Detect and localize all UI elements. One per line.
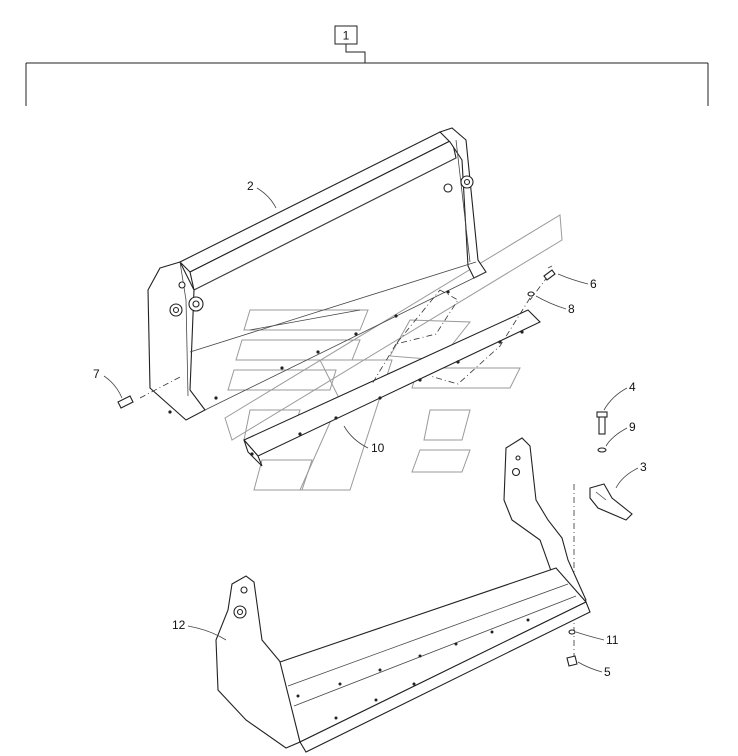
washer-part-8 xyxy=(527,291,535,297)
callout-11: 11 xyxy=(575,631,619,647)
callout-8-label: 8 xyxy=(568,302,575,316)
callout-9-label: 9 xyxy=(629,420,636,434)
nut-part-5 xyxy=(566,655,578,667)
washer-part-11 xyxy=(568,629,576,635)
callout-3-label: 3 xyxy=(640,460,647,474)
pin-part-7 xyxy=(117,395,134,409)
bolt-part-6 xyxy=(543,265,556,281)
assembly-callout: 1 xyxy=(25,25,709,106)
callout-6-label: 6 xyxy=(590,277,597,291)
bolt-part-4 xyxy=(596,411,608,435)
frame-part-2 xyxy=(147,127,487,421)
callout-6: 6 xyxy=(557,273,597,291)
callout-8: 8 xyxy=(535,295,575,316)
callout-2: 2 xyxy=(247,179,277,209)
callout-3: 3 xyxy=(615,460,647,489)
callout-4: 4 xyxy=(603,380,636,411)
assembly-callout-label: 1 xyxy=(343,29,350,43)
callout-10: 10 xyxy=(343,425,385,455)
callout-7-label: 7 xyxy=(93,367,100,381)
callout-2-label: 2 xyxy=(247,179,254,193)
callout-12-label: 12 xyxy=(172,618,186,632)
callout-7: 7 xyxy=(93,367,123,399)
callout-11-label: 11 xyxy=(606,633,619,647)
callout-9: 9 xyxy=(605,420,636,447)
cutting-edge-part-10 xyxy=(214,290,541,467)
callout-5: 5 xyxy=(577,661,611,679)
watermark-logo xyxy=(224,214,563,491)
callout-12: 12 xyxy=(172,618,227,641)
callout-10-label: 10 xyxy=(371,441,385,455)
bucket-part-12 xyxy=(215,437,591,753)
callout-4-label: 4 xyxy=(629,380,636,394)
washer-part-9 xyxy=(597,447,607,453)
tooth-part-3 xyxy=(589,483,633,521)
callout-5-label: 5 xyxy=(604,665,611,679)
